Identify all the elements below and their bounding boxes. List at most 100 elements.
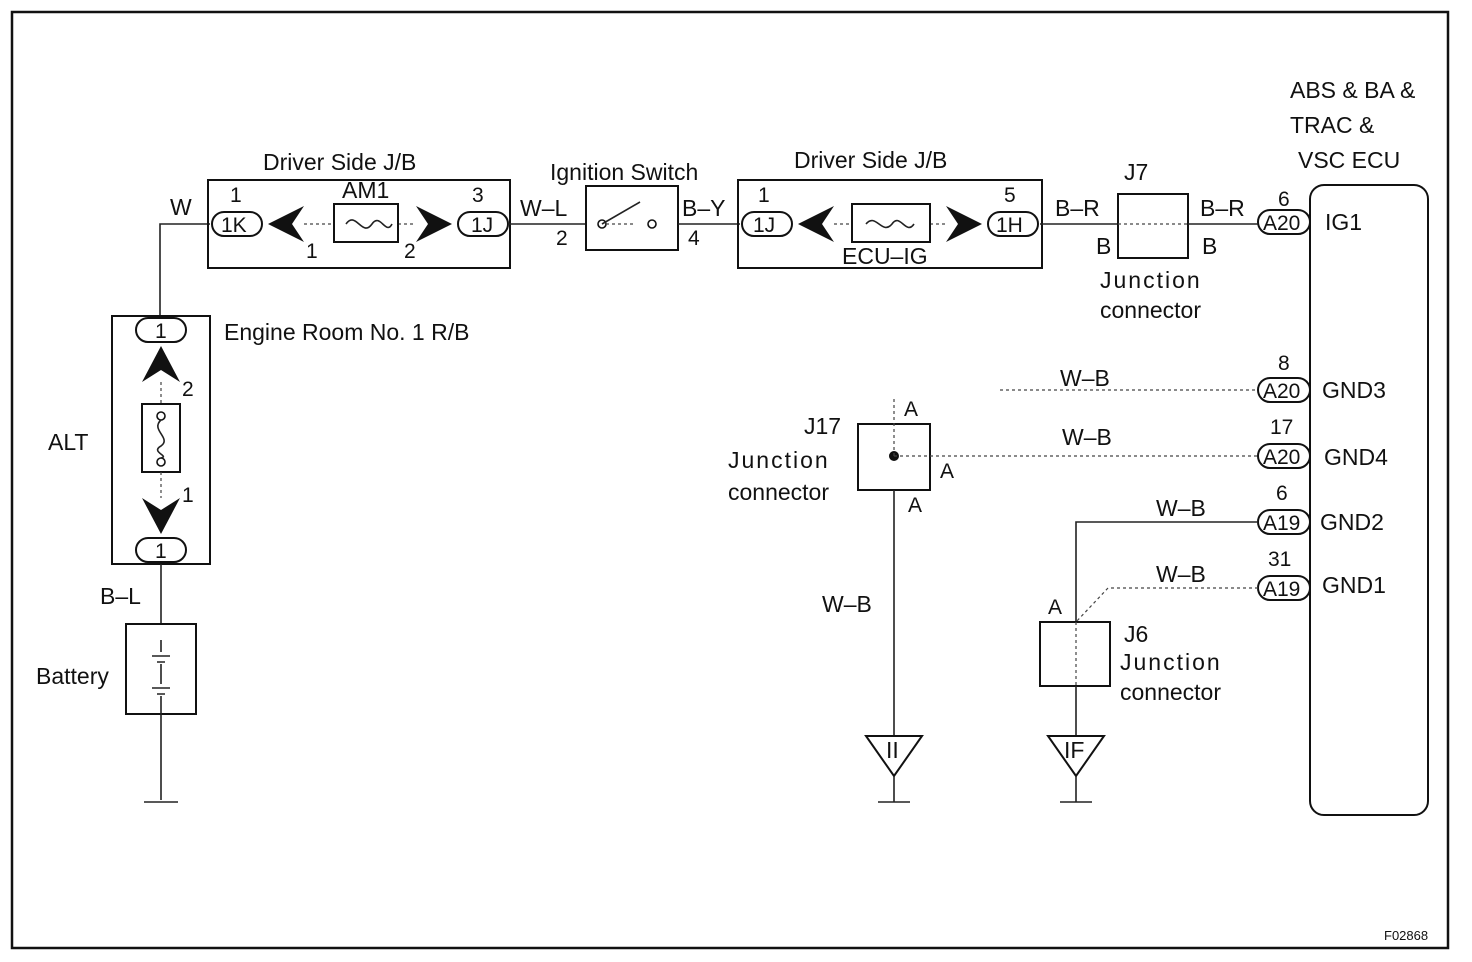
fuse-am1-box <box>333 203 399 243</box>
j7-pin-left: B <box>1096 233 1111 259</box>
j6-caption-1: Junction <box>1120 649 1222 675</box>
ecu-connector-label: A20 <box>1263 446 1300 469</box>
wire-label-b-r-right: B–R <box>1200 195 1245 221</box>
j7-caption-1: Junction <box>1100 267 1202 293</box>
ground-if-wire <box>1060 776 1092 803</box>
ecu-pin-gnd1: 31 A19 GND1 <box>1257 548 1386 601</box>
jb1-inner-pin-left: 1 <box>306 240 318 263</box>
ecu-connector-label: A20 <box>1263 212 1300 235</box>
ground-ii-symbol <box>864 735 924 778</box>
jb1-arrow-left <box>268 206 304 242</box>
jb2-arrow-right <box>946 206 982 242</box>
j6-pin: A <box>1048 596 1062 619</box>
battery-label: Battery <box>36 663 109 689</box>
ecu-pin-number: 31 <box>1268 548 1291 571</box>
ecu-pin-number: 17 <box>1270 416 1293 439</box>
jb2-arrow-left <box>798 206 834 242</box>
j6-caption-2: connector <box>1120 679 1221 705</box>
jb1-pin-left: 1 <box>230 184 242 207</box>
jb2-pin-right: 5 <box>1004 184 1016 207</box>
wire-label-w: W <box>170 194 192 220</box>
ecu-connector-oval <box>1257 377 1311 403</box>
jb1-arrow-right <box>416 206 452 242</box>
ecu-connector-label: A19 <box>1263 512 1300 535</box>
ecu-connector-label: A20 <box>1263 380 1300 403</box>
ecu-pin-number: 6 <box>1278 188 1290 211</box>
fuse-ecu-ig-symbol <box>865 219 915 229</box>
wire-label-b-r-left: B–R <box>1055 195 1100 221</box>
j7-id: J7 <box>1124 159 1148 185</box>
j17-id: J17 <box>804 413 841 439</box>
j17-pin-top: A <box>904 398 918 421</box>
j7-box <box>1117 193 1189 259</box>
wire-w <box>159 223 210 318</box>
fuse-am1-symbol <box>345 219 393 229</box>
engine-rb-connector-bottom <box>135 537 187 563</box>
j6-box <box>1039 621 1111 687</box>
j7-pin-right: B <box>1202 233 1217 259</box>
j7-caption-2: connector <box>1100 297 1201 323</box>
fuse-ecu-ig-label: ECU–IG <box>842 243 928 269</box>
engine-rb-connector-bottom-label: 1 <box>155 540 167 563</box>
ignition-switch-box <box>585 185 679 251</box>
jb2-connector-right <box>987 211 1039 237</box>
ecu-connector-oval <box>1257 443 1311 469</box>
alt-fuse-contact-bottom <box>156 457 166 467</box>
ecu-box <box>1309 184 1429 816</box>
jb2-connector-right-label: 1H <box>996 214 1023 237</box>
j6-id: J6 <box>1124 621 1148 647</box>
ecu-connector-oval <box>1257 209 1311 235</box>
ignition-pin-in: 2 <box>556 227 568 250</box>
engine-rb-pin-top: 2 <box>182 378 194 401</box>
battery-cell-1 <box>152 640 170 663</box>
engine-rb-connector-top <box>135 317 187 343</box>
jb1-connector-right-label: 1J <box>471 214 493 237</box>
ecu-pin-gnd2: 6 A19 GND2 <box>1257 482 1384 535</box>
ecu-pin-name: IG1 <box>1325 209 1362 235</box>
fuse-ecu-ig-box <box>851 203 931 243</box>
j17-pin-bottom: A <box>908 494 922 517</box>
ecu-title-line-2: TRAC & <box>1290 112 1374 138</box>
alt-label: ALT <box>48 429 88 455</box>
wire-label-b-y: B–Y <box>682 195 725 221</box>
ecu-pin-number: 6 <box>1276 482 1288 505</box>
ignition-pin-out: 4 <box>688 227 700 250</box>
ground-ii-wire <box>878 776 910 803</box>
ecu-pin-name: GND2 <box>1320 509 1384 535</box>
ground-if-symbol <box>1046 735 1106 778</box>
wire-label-w-b-j17: W–B <box>822 591 872 617</box>
ground-ii-label: II <box>886 737 899 763</box>
fuse-am1-label: AM1 <box>342 177 389 203</box>
ecu-pin-gnd4: 17 A20 GND4 <box>1257 416 1388 470</box>
jb2-connector-left-label: 1J <box>753 214 775 237</box>
wire-gnd1 <box>1075 587 1258 623</box>
figure-code: F02868 <box>1384 928 1428 943</box>
ecu-title-line-3: VSC ECU <box>1298 147 1400 173</box>
ecu-pin-name: GND3 <box>1322 377 1386 403</box>
jb1-pin-right: 3 <box>472 184 484 207</box>
alt-fuse-contact-top <box>156 411 166 421</box>
engine-rb-title: Engine Room No. 1 R/B <box>224 319 469 345</box>
ecu-title-line-1: ABS & BA & <box>1290 77 1415 103</box>
ground-if-label: IF <box>1064 737 1084 763</box>
engine-rb-connector-top-label: 1 <box>155 320 167 343</box>
wire-label-gnd3: W–B <box>1060 365 1110 391</box>
jb1-title: Driver Side J/B <box>263 149 416 175</box>
wire-label-w-l: W–L <box>520 195 568 221</box>
ecu-pin-name: GND4 <box>1324 444 1388 470</box>
ecu-connector-label: A19 <box>1263 578 1300 601</box>
battery-cell-2 <box>152 664 170 714</box>
ignition-contact-right <box>647 219 657 229</box>
jb2-pin-left: 1 <box>758 184 770 207</box>
alt-fuse-symbol <box>156 419 165 459</box>
diagram-frame <box>10 10 1450 950</box>
jb2-title: Driver Side J/B <box>794 147 947 173</box>
wire-label-b-l: B–L <box>100 583 141 609</box>
wire-label-gnd2: W–B <box>1156 495 1206 521</box>
wire-label-gnd4: W–B <box>1062 424 1112 450</box>
ecu-pin-number: 8 <box>1278 352 1290 375</box>
engine-rb-pin-bottom: 1 <box>182 484 194 507</box>
wire-label-gnd1: W–B <box>1156 561 1206 587</box>
jb2-connector-left <box>741 211 793 237</box>
